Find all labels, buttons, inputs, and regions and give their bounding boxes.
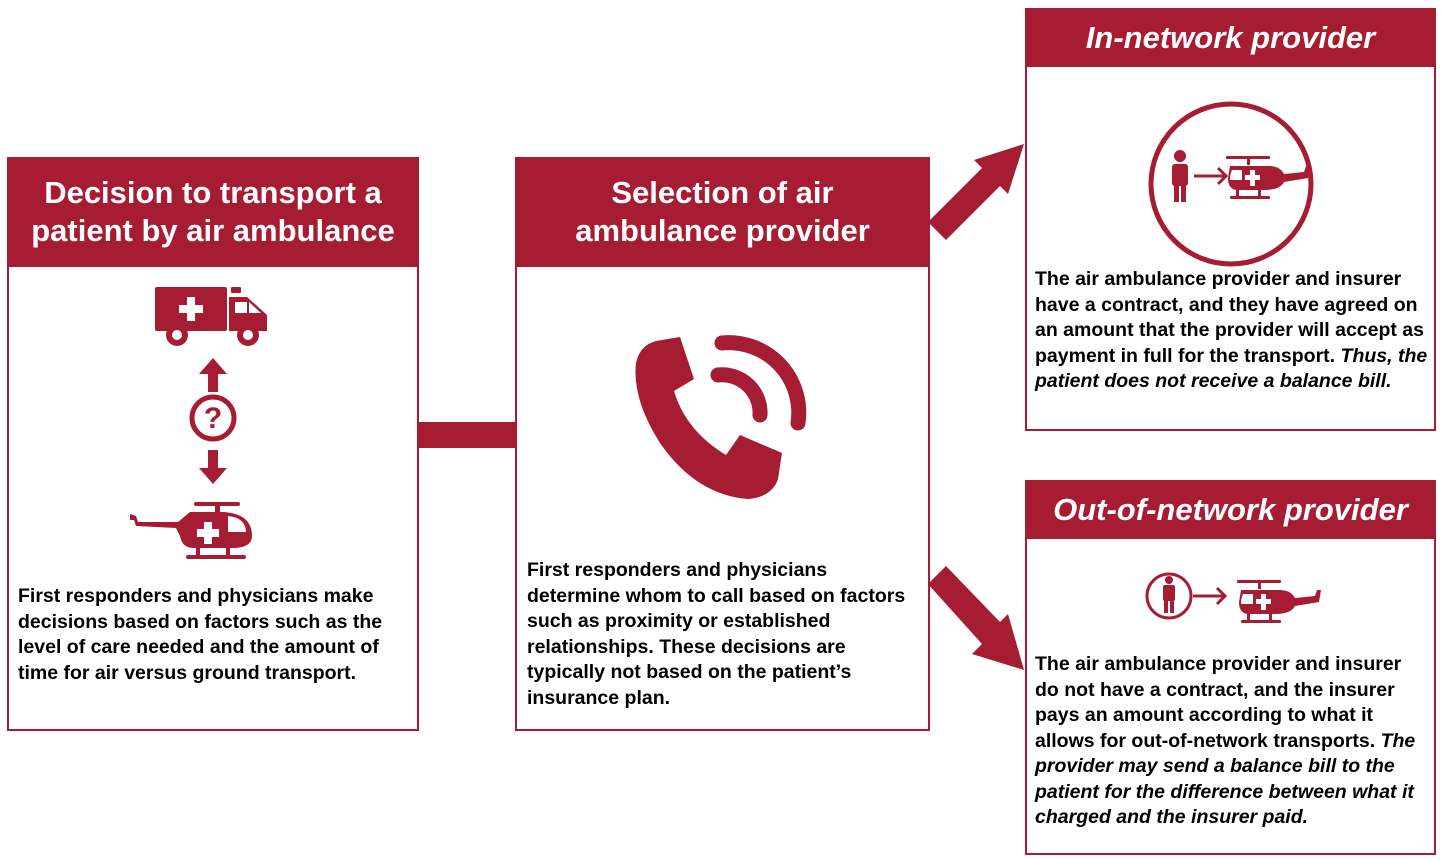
out-network-body: The air ambulance provider and insurer d… (1035, 652, 1430, 831)
out-network-body-plain: The air ambulance provider and insurer d… (1035, 653, 1402, 752)
decision-header: Decision to transport a patient by air a… (7, 157, 419, 267)
in-network-body: The air ambulance provider and insurer h… (1035, 267, 1430, 395)
out-network-header: Out-of-network provider (1025, 480, 1436, 539)
svg-text:?: ? (204, 402, 222, 435)
flow-arrow-down-right (928, 566, 1024, 670)
in-network-header: In-network provider (1025, 8, 1436, 67)
helicopter-icon (1237, 580, 1321, 623)
flow-arrow-up-right (928, 144, 1024, 240)
helicopter-icon (130, 502, 252, 559)
arrow-icon (1193, 586, 1228, 606)
double-arrow-icon (199, 358, 227, 484)
in-network-body-plain: The air ambulance provider and insurer h… (1035, 268, 1425, 367)
out-network-flow-icon (1145, 572, 1321, 623)
selection-body: First responders and physicians determin… (527, 559, 906, 709)
in-network-title: In-network provider (1085, 19, 1376, 55)
decision-title-line1: Decision to transport a (44, 175, 382, 210)
out-network-title: Out-of-network provider (1053, 491, 1408, 527)
question-icon: ? (189, 394, 237, 442)
out-network-body-italic: The provider may send a balance bill to … (1035, 729, 1416, 829)
selection-title-line1: Selection of air (611, 175, 834, 210)
person-icon (1172, 150, 1188, 202)
person-icon (1145, 572, 1193, 620)
selection-header: Selection of air ambulance provider (515, 157, 930, 267)
helicopter-icon (1226, 156, 1310, 199)
arrow-icon (1194, 166, 1229, 186)
in-network-body-italic: Thus, the patient does not receive a bal… (1035, 344, 1428, 393)
decision-body: First responders and physicians make dec… (18, 585, 383, 684)
selection-title-line2: ambulance provider (575, 213, 870, 248)
decision-title-line2: patient by air ambulance (31, 213, 395, 248)
in-network-flow-icon (1148, 101, 1314, 267)
phone-icon (635, 335, 807, 499)
out-network-box (1025, 480, 1436, 855)
ambulance-icon (155, 287, 267, 346)
